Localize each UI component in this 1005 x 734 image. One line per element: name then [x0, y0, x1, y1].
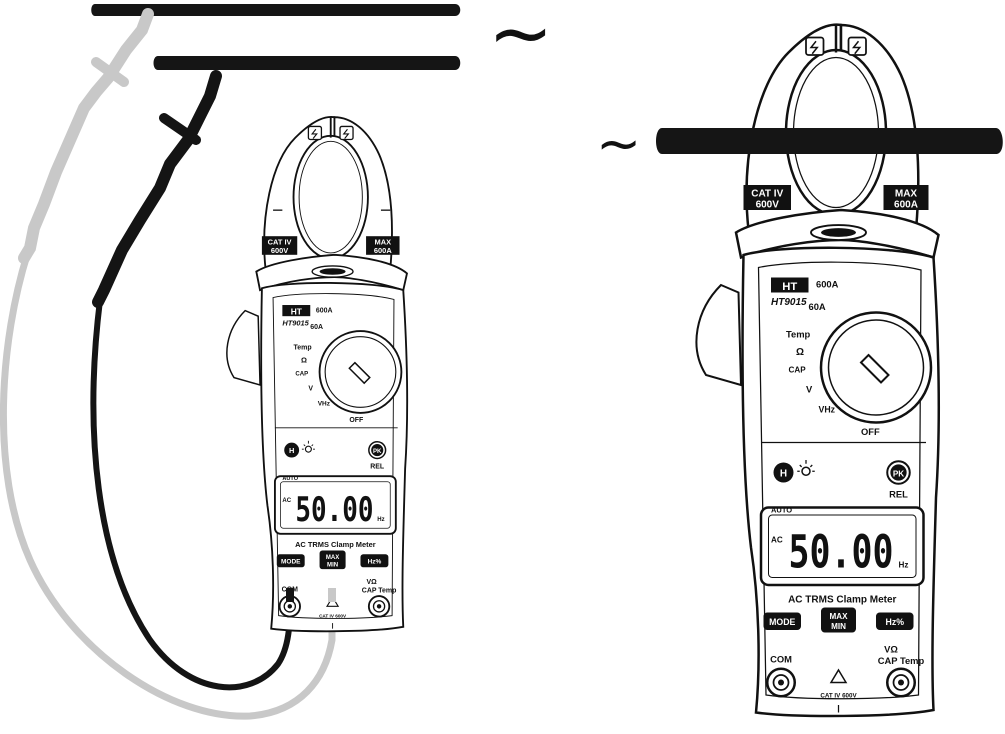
- meter-name: AC TRMS Clamp Meter: [295, 540, 376, 549]
- cat-badge-line1: CAT IV: [751, 188, 783, 199]
- maxmin-button-line1[interactable]: MAX: [829, 612, 848, 621]
- clamp-meter-right: CAT IV 600V MAX 600A HT HT9015 600A 60A …: [695, 23, 940, 718]
- auto-label: AUTO: [771, 506, 792, 515]
- grey-lead-plug: [328, 588, 336, 602]
- pk-button-label: PK: [373, 449, 382, 455]
- hz-button-label[interactable]: Hz%: [886, 617, 905, 627]
- max-badge-line2: 600A: [894, 200, 918, 211]
- lcd-unit: Hz: [377, 517, 384, 523]
- vohm-label: VΩ: [884, 645, 898, 655]
- grey-probe-guard: [91, 57, 129, 87]
- cap-label: CAP: [295, 372, 308, 378]
- black-probe-guard: [159, 113, 201, 145]
- black-lead-wire: [90, 299, 293, 691]
- conductor-through-jaw: [656, 128, 1003, 154]
- vohm-label: VΩ: [367, 579, 378, 586]
- brand-logo: HT: [782, 281, 797, 293]
- warning-label: CAT IV 600V: [319, 614, 347, 619]
- model-label: HT9015: [771, 297, 807, 308]
- v-label: V: [806, 385, 813, 395]
- vhz-label: VHz: [318, 400, 331, 407]
- rel-label: REL: [370, 464, 385, 471]
- vhz-label: VHz: [819, 405, 836, 415]
- auto-label: AUTO: [282, 476, 298, 482]
- conductor-lower: [153, 56, 461, 70]
- hz-button-label[interactable]: Hz%: [368, 559, 382, 566]
- conductor-upper: [91, 4, 461, 16]
- ac-label: AC: [282, 498, 291, 504]
- off-label: OFF: [861, 427, 880, 437]
- ohm-label: Ω: [301, 356, 307, 365]
- ohm-label: Ω: [796, 347, 804, 358]
- meter-name: AC TRMS Clamp Meter: [788, 595, 896, 606]
- black-probe: [92, 70, 222, 308]
- rel-label: REL: [889, 490, 908, 500]
- max-badge-line1: MAX: [895, 188, 918, 199]
- lcd-unit: Hz: [899, 561, 909, 570]
- maxmin-button-line1[interactable]: MAX: [326, 555, 339, 561]
- range-60a: 60A: [809, 302, 826, 312]
- temp-label: Temp: [294, 345, 312, 352]
- cat-badge-line1: CAT IV: [268, 238, 292, 247]
- pk-button-label: PK: [893, 469, 904, 478]
- captemp-label: CAP Temp: [362, 587, 397, 594]
- warning-label: CAT IV 600V: [820, 693, 857, 700]
- v-label: V: [308, 386, 313, 393]
- grey-lead-wire: [0, 250, 336, 720]
- max-badge-line1: MAX: [375, 238, 392, 247]
- captemp-label: CAP Temp: [878, 656, 925, 666]
- maxmin-button-line2[interactable]: MIN: [831, 622, 846, 631]
- clamp-meter-left: CAT IV 600V MAX 600A HT HT9015 600A 60A …: [225, 115, 409, 633]
- range-600a: 600A: [316, 307, 333, 314]
- model-label: HT9015: [282, 318, 309, 327]
- grey-probe: [18, 8, 154, 264]
- ac-symbol-left: ~: [488, 0, 553, 79]
- off-label: OFF: [349, 417, 363, 424]
- maxmin-button-line2[interactable]: MIN: [327, 562, 338, 568]
- h-button-label: H: [289, 446, 294, 455]
- brand-logo: HT: [291, 306, 303, 316]
- lcd-reading: 50.00: [295, 490, 373, 529]
- max-badge-line2: 600A: [374, 246, 392, 255]
- ac-label: AC: [771, 536, 783, 545]
- cat-badge-line2: 600V: [271, 246, 288, 255]
- cat-badge-line2: 600V: [756, 200, 780, 211]
- temp-label: Temp: [786, 330, 811, 340]
- black-lead-plug: [286, 588, 294, 602]
- mode-button-label[interactable]: MODE: [281, 559, 301, 566]
- ac-symbol-right: ~: [596, 112, 641, 175]
- cap-label: CAP: [789, 366, 807, 375]
- range-60a: 60A: [310, 324, 323, 331]
- range-600a: 600A: [816, 280, 839, 290]
- lcd-reading: 50.00: [789, 526, 894, 579]
- h-button-label: H: [780, 468, 787, 479]
- mode-button-label[interactable]: MODE: [769, 617, 795, 627]
- com-label: COM: [770, 655, 792, 665]
